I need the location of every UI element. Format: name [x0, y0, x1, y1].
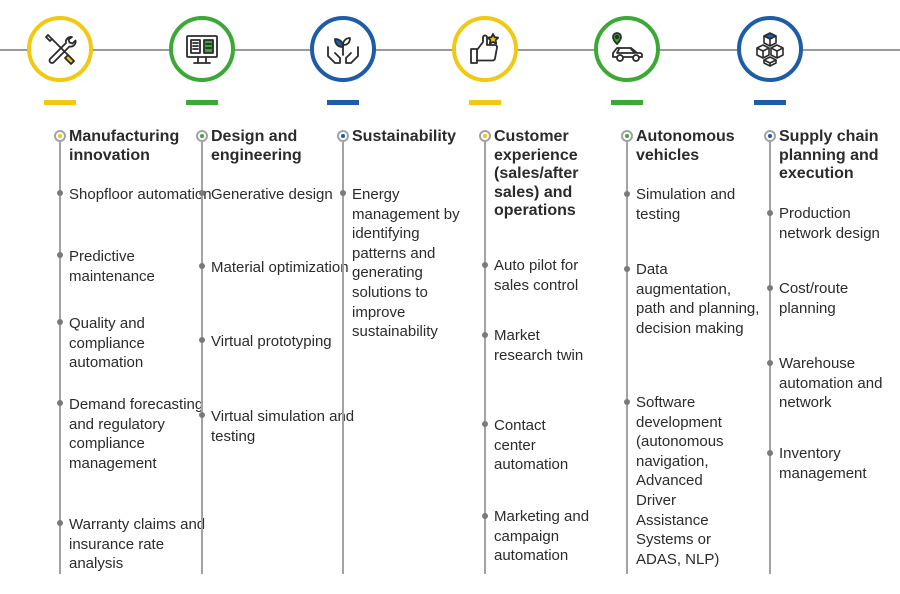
column-customer: Customer experience (sales/after sales) … [434, 0, 589, 594]
title-marker [621, 130, 633, 142]
list-item: Energy management by identifying pattern… [352, 186, 460, 341]
accent-tick [469, 100, 501, 105]
boxes-stack-icon [737, 16, 803, 82]
item-bullet [624, 191, 630, 197]
column-title: Customer experience (sales/after sales) … [494, 128, 579, 219]
title-marker [337, 130, 349, 142]
column-title: Sustainability [352, 128, 457, 145]
column-title: Design and engineering [211, 128, 302, 164]
list-item: Auto pilot for sales control [494, 257, 579, 294]
item-bullet [482, 332, 488, 338]
list-item: Cost/route planning [779, 280, 849, 317]
accent-tick [327, 100, 359, 105]
column-line [342, 134, 344, 574]
column-line [201, 134, 203, 574]
item-bullet [57, 190, 63, 196]
column-design: Design and engineering Generative design… [151, 0, 354, 594]
car-location-icon [594, 16, 660, 82]
item-bullet [482, 513, 488, 519]
list-item: Warehouse automation and network [779, 355, 883, 412]
list-item: Predictive maintenance [69, 248, 155, 285]
item-bullet [767, 360, 773, 366]
item-bullet [199, 190, 205, 196]
item-bullet [624, 399, 630, 405]
list-item: Virtual simulation and testing [211, 408, 355, 445]
item-bullet [199, 263, 205, 269]
monitor-blueprint-icon [169, 16, 235, 82]
column-line [59, 134, 61, 574]
hands-plant-icon [310, 16, 376, 82]
column-title: Supply chain planning and execution [779, 128, 879, 182]
column-sustainability: Sustainability Energy management by iden… [292, 0, 460, 594]
item-bullet [482, 262, 488, 268]
accent-tick [44, 100, 76, 105]
list-item: Demand forecasting and regulatory compli… [69, 396, 204, 472]
item-bullet [340, 190, 346, 196]
column-line [626, 134, 628, 574]
accent-tick [754, 100, 786, 105]
thumbs-up-icon [452, 16, 518, 82]
item-bullet [199, 412, 205, 418]
list-item: Quality and compliance automation [69, 315, 145, 372]
item-bullet [482, 421, 488, 427]
title-marker [196, 130, 208, 142]
item-bullet [767, 285, 773, 291]
tools-icon [27, 16, 93, 82]
timeline-top-line [0, 49, 900, 51]
column-autonomous: Autonomous vehicles Simulation and testi… [576, 0, 759, 594]
item-bullet [199, 337, 205, 343]
list-item: Inventory management [779, 445, 867, 482]
column-line [769, 134, 771, 574]
list-item: Software development (autonomous navigat… [636, 394, 724, 568]
accent-tick [611, 100, 643, 105]
list-item: Market research twin [494, 327, 584, 364]
list-item: Warranty claims and insurance rate analy… [69, 516, 206, 573]
item-bullet [57, 252, 63, 258]
list-item: Simulation and testing [636, 186, 736, 223]
column-supply: Supply chain planning and execution Prod… [719, 0, 900, 594]
list-item: Generative design [211, 186, 333, 203]
list-item: Contact center automation [494, 417, 569, 474]
item-bullet [57, 400, 63, 406]
column-manufacturing: Manufacturing innovation Shopfloor autom… [9, 0, 212, 594]
list-item: Production network design [779, 205, 880, 242]
list-item: Virtual prototyping [211, 333, 332, 350]
column-title: Autonomous vehicles [636, 128, 735, 164]
item-bullet [57, 319, 63, 325]
title-marker [764, 130, 776, 142]
item-bullet [767, 450, 773, 456]
title-marker [479, 130, 491, 142]
accent-tick [186, 100, 218, 105]
item-bullet [57, 520, 63, 526]
list-item: Shopfloor automation [69, 186, 212, 203]
item-bullet [767, 210, 773, 216]
item-bullet [624, 266, 630, 272]
list-item: Marketing and campaign automation [494, 508, 590, 565]
list-item: Material optimization [211, 259, 349, 276]
column-title: Manufacturing innovation [69, 128, 180, 164]
list-item: Data augmentation, path and planning, de… [636, 261, 760, 337]
title-marker [54, 130, 66, 142]
column-line [484, 134, 486, 574]
